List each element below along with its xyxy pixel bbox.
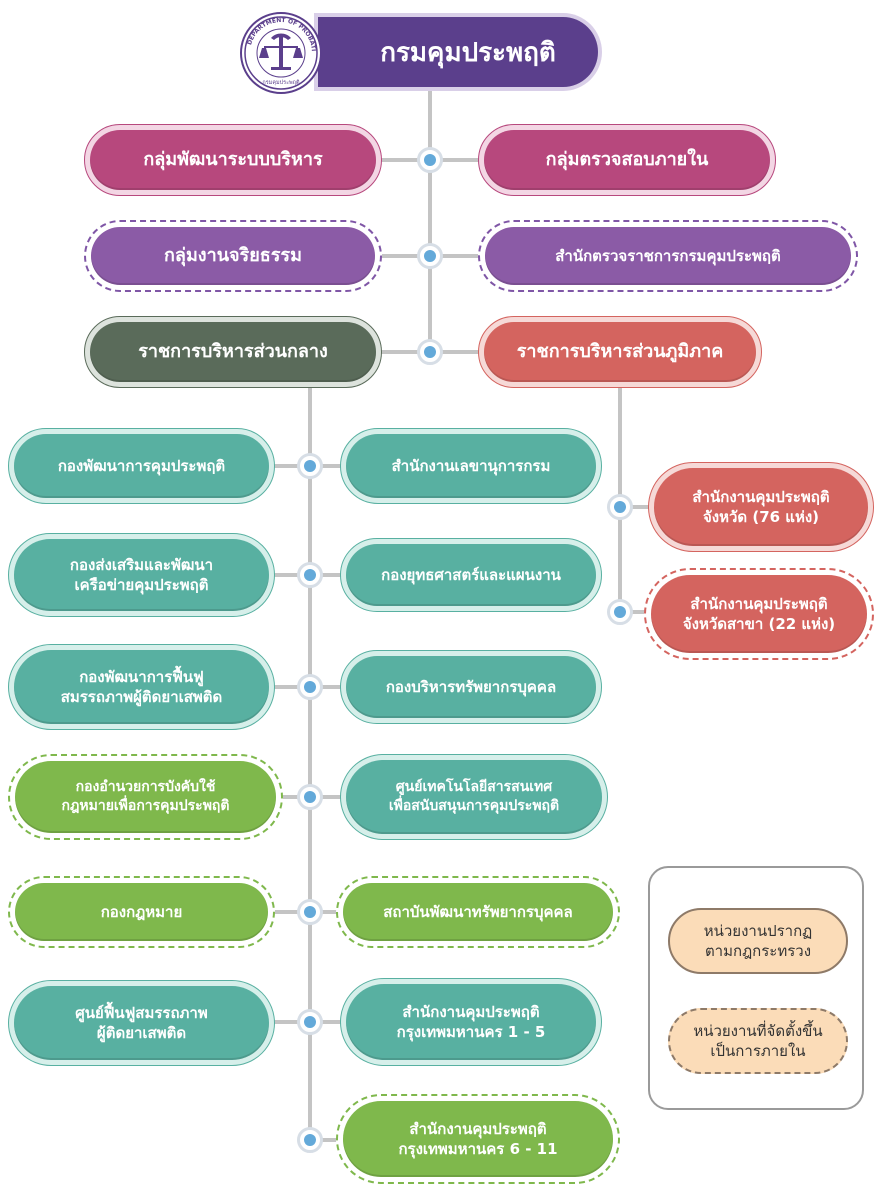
- unit-label: สำนักตรวจราชการกรมคุมประพฤติ: [485, 227, 851, 285]
- legend-item-official: หน่วยงานปรากฏ ตามกฎกระทรวง: [668, 908, 848, 974]
- unit-central-right-7[interactable]: สำนักงานคุมประพฤติ กรุงเทพมหานคร 6 - 11: [336, 1094, 620, 1184]
- connector-dot: [417, 243, 443, 269]
- unit-label: กลุ่มพัฒนาระบบบริหาร: [90, 130, 376, 190]
- unit-central-left-3[interactable]: กองพัฒนาการฟื้นฟู สมรรถภาพผู้ติดยาเสพติด: [8, 644, 275, 730]
- unit-label: กองพัฒนาการคุมประพฤติ: [14, 434, 269, 498]
- unit-central-right-1[interactable]: สำนักงานเลขานุการกรม: [340, 428, 602, 504]
- connector-dot: [297, 1127, 323, 1153]
- department-seal-logo: DEPARTMENT OF PROBATION กรมคุมประพฤติ: [240, 12, 322, 94]
- connector-dot: [417, 339, 443, 365]
- unit-central-right-5[interactable]: สถาบันพัฒนาทรัพยากรบุคคล: [336, 876, 620, 948]
- connector-dot: [297, 899, 323, 925]
- branch-central-administration[interactable]: ราชการบริหารส่วนกลาง: [84, 316, 382, 388]
- logo-bottom-text: กรมคุมประพฤติ: [262, 79, 300, 86]
- branch-regional-administration[interactable]: ราชการบริหารส่วนภูมิภาค: [478, 316, 762, 388]
- unit-central-right-2[interactable]: กองยุทธศาสตร์และแผนงาน: [340, 538, 602, 612]
- unit-label: กลุ่มตรวจสอบภายใน: [484, 130, 770, 190]
- unit-regional-branch-offices[interactable]: สำนักงานคุมประพฤติ จังหวัดสาขา (22 แห่ง): [644, 568, 874, 660]
- unit-label: กองพัฒนาการฟื้นฟู สมรรถภาพผู้ติดยาเสพติด: [14, 650, 269, 724]
- unit-admin-development-group[interactable]: กลุ่มพัฒนาระบบบริหาร: [84, 124, 382, 196]
- department-title: กรมคุมประพฤติ: [318, 17, 598, 87]
- unit-inspection-office[interactable]: สำนักตรวจราชการกรมคุมประพฤติ: [478, 220, 858, 292]
- unit-label: สำนักงานคุมประพฤติ จังหวัด (76 แห่ง): [654, 468, 868, 546]
- connector-dot: [607, 494, 633, 520]
- unit-internal-audit-group[interactable]: กลุ่มตรวจสอบภายใน: [478, 124, 776, 196]
- unit-label: ศูนย์ฟื้นฟูสมรรถภาพ ผู้ติดยาเสพติด: [14, 986, 269, 1060]
- unit-central-left-5[interactable]: กองกฎหมาย: [8, 876, 275, 948]
- connector-dot: [417, 147, 443, 173]
- unit-central-left-6[interactable]: ศูนย์ฟื้นฟูสมรรถภาพ ผู้ติดยาเสพติด: [8, 980, 275, 1066]
- connector-dot: [297, 453, 323, 479]
- unit-label: สำนักงานคุมประพฤติ จังหวัดสาขา (22 แห่ง): [651, 575, 867, 653]
- unit-central-right-4[interactable]: ศูนย์เทคโนโลยีสารสนเทศ เพื่อสนับสนุนการค…: [340, 754, 608, 840]
- unit-label: สำนักงานเลขานุการกรม: [346, 434, 596, 498]
- unit-label: กองอำนวยการบังคับใช้ กฎหมายเพื่อการคุมปร…: [15, 761, 276, 833]
- unit-central-right-6[interactable]: สำนักงานคุมประพฤติ กรุงเทพมหานคร 1 - 5: [340, 978, 602, 1066]
- unit-label: สำนักงานคุมประพฤติ กรุงเทพมหานคร 1 - 5: [346, 984, 596, 1060]
- connector-dot: [297, 562, 323, 588]
- unit-label: สำนักงานคุมประพฤติ กรุงเทพมหานคร 6 - 11: [343, 1101, 613, 1177]
- legend-item-internal: หน่วยงานที่จัดตั้งขึ้น เป็นการภายใน: [668, 1008, 848, 1074]
- unit-label: ศูนย์เทคโนโลยีสารสนเทศ เพื่อสนับสนุนการค…: [346, 760, 602, 834]
- unit-label: กองกฎหมาย: [15, 883, 268, 941]
- unit-label: กองส่งเสริมและพัฒนา เครือข่ายคุมประพฤติ: [14, 539, 269, 611]
- unit-central-left-4[interactable]: กองอำนวยการบังคับใช้ กฎหมายเพื่อการคุมปร…: [8, 754, 283, 840]
- unit-label: กองบริหารทรัพยากรบุคคล: [346, 656, 596, 718]
- legend: หน่วยงานปรากฏ ตามกฎกระทรวง หน่วยงานที่จั…: [648, 866, 864, 1110]
- branch-label: ราชการบริหารส่วนกลาง: [90, 322, 376, 382]
- unit-central-left-2[interactable]: กองส่งเสริมและพัฒนา เครือข่ายคุมประพฤติ: [8, 533, 275, 617]
- unit-label: กลุ่มงานจริยธรรม: [91, 227, 375, 285]
- connector-dot: [297, 1009, 323, 1035]
- branch-label: ราชการบริหารส่วนภูมิภาค: [484, 322, 756, 382]
- unit-central-right-3[interactable]: กองบริหารทรัพยากรบุคคล: [340, 650, 602, 724]
- unit-label: สถาบันพัฒนาทรัพยากรบุคคล: [343, 883, 613, 941]
- connector-dot: [297, 674, 323, 700]
- unit-regional-provincial-offices[interactable]: สำนักงานคุมประพฤติ จังหวัด (76 แห่ง): [648, 462, 874, 552]
- unit-ethics-group[interactable]: กลุ่มงานจริยธรรม: [84, 220, 382, 292]
- connector-dot: [297, 784, 323, 810]
- unit-central-left-1[interactable]: กองพัฒนาการคุมประพฤติ: [8, 428, 275, 504]
- connector-dot: [607, 599, 633, 625]
- unit-label: กองยุทธศาสตร์และแผนงาน: [346, 544, 596, 606]
